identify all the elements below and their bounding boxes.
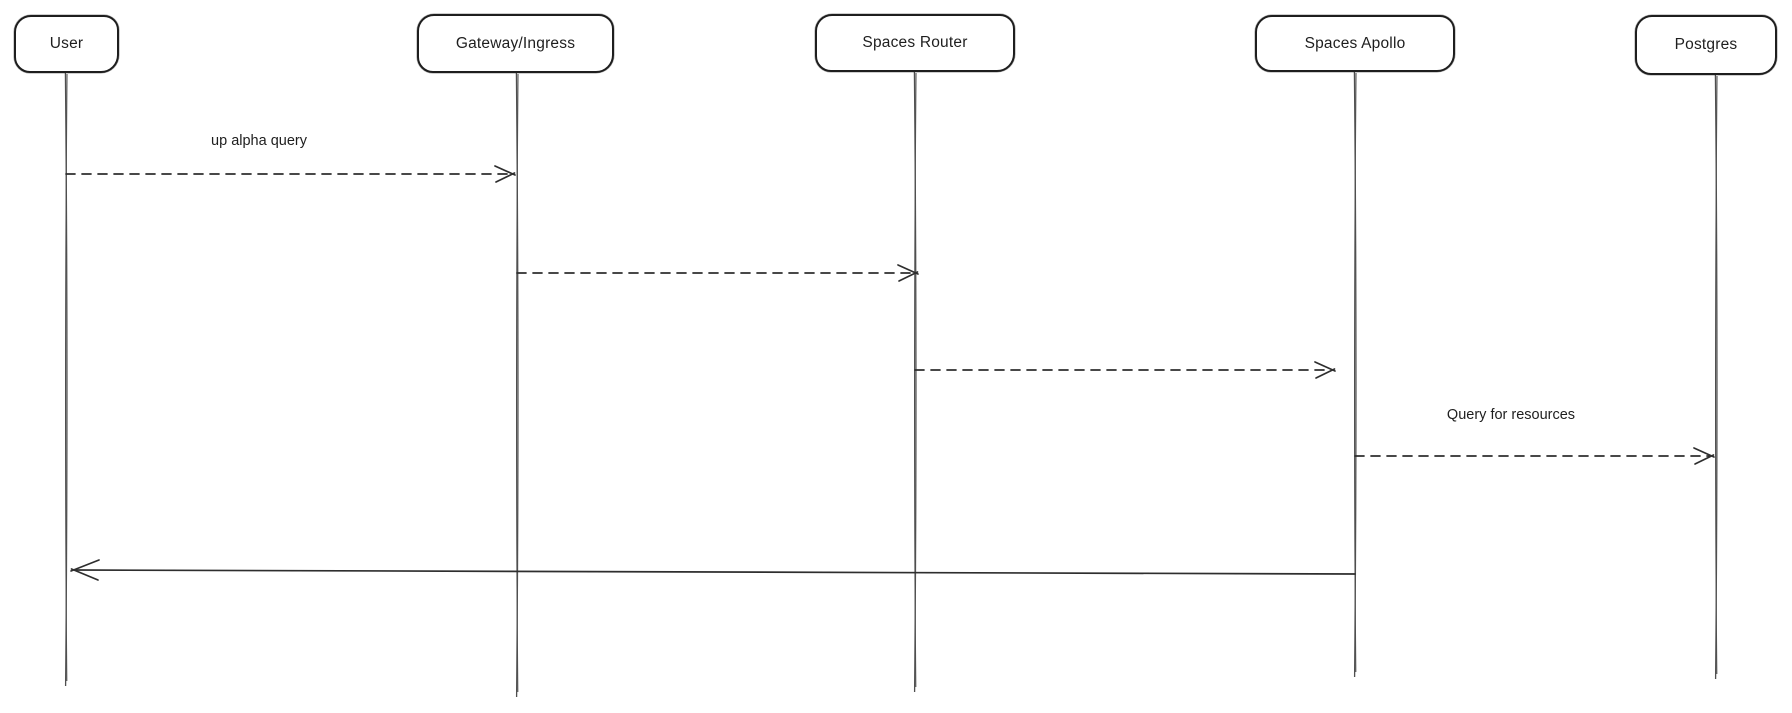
message-arrowhead-5-lower (70, 568, 99, 581)
message-arrowhead-1-lower (495, 172, 516, 183)
actor-label-gateway-ingress: Gateway/Ingress (455, 34, 576, 52)
actor-box-postgres: Postgres (1635, 15, 1777, 75)
lifeline-spaces-router-stroke2 (913, 72, 917, 688)
message-arrowhead-3-lower (1315, 368, 1336, 379)
message-arrowhead-5-upper (70, 559, 100, 572)
actor-label-user: User (49, 35, 84, 52)
actor-box-user: User (14, 15, 119, 73)
message-arrowhead-4-lower (1694, 454, 1715, 465)
actor-label-postgres: Postgres (1674, 36, 1738, 53)
message-label-query-for-resources: Query for resources (1444, 407, 1578, 423)
actor-box-gateway-ingress: Gateway/Ingress (417, 14, 614, 73)
actor-label-spaces-router: Spaces Router (862, 34, 968, 51)
lifeline-gateway-ingress-stroke2 (515, 73, 519, 693)
lifeline-user-stroke2 (64, 73, 68, 682)
message-arrowhead-2-lower (898, 271, 919, 282)
message-arrow-5 (74, 569, 1356, 575)
message-label-up-alpha-query: up alpha query (209, 133, 309, 149)
lifeline-spaces-apollo-stroke2 (1353, 72, 1357, 673)
actor-box-spaces-apollo: Spaces Apollo (1255, 15, 1455, 72)
lifeline-postgres-stroke2 (1714, 75, 1718, 675)
actor-label-spaces-apollo: Spaces Apollo (1304, 34, 1406, 52)
actor-box-spaces-router: Spaces Router (815, 14, 1015, 72)
